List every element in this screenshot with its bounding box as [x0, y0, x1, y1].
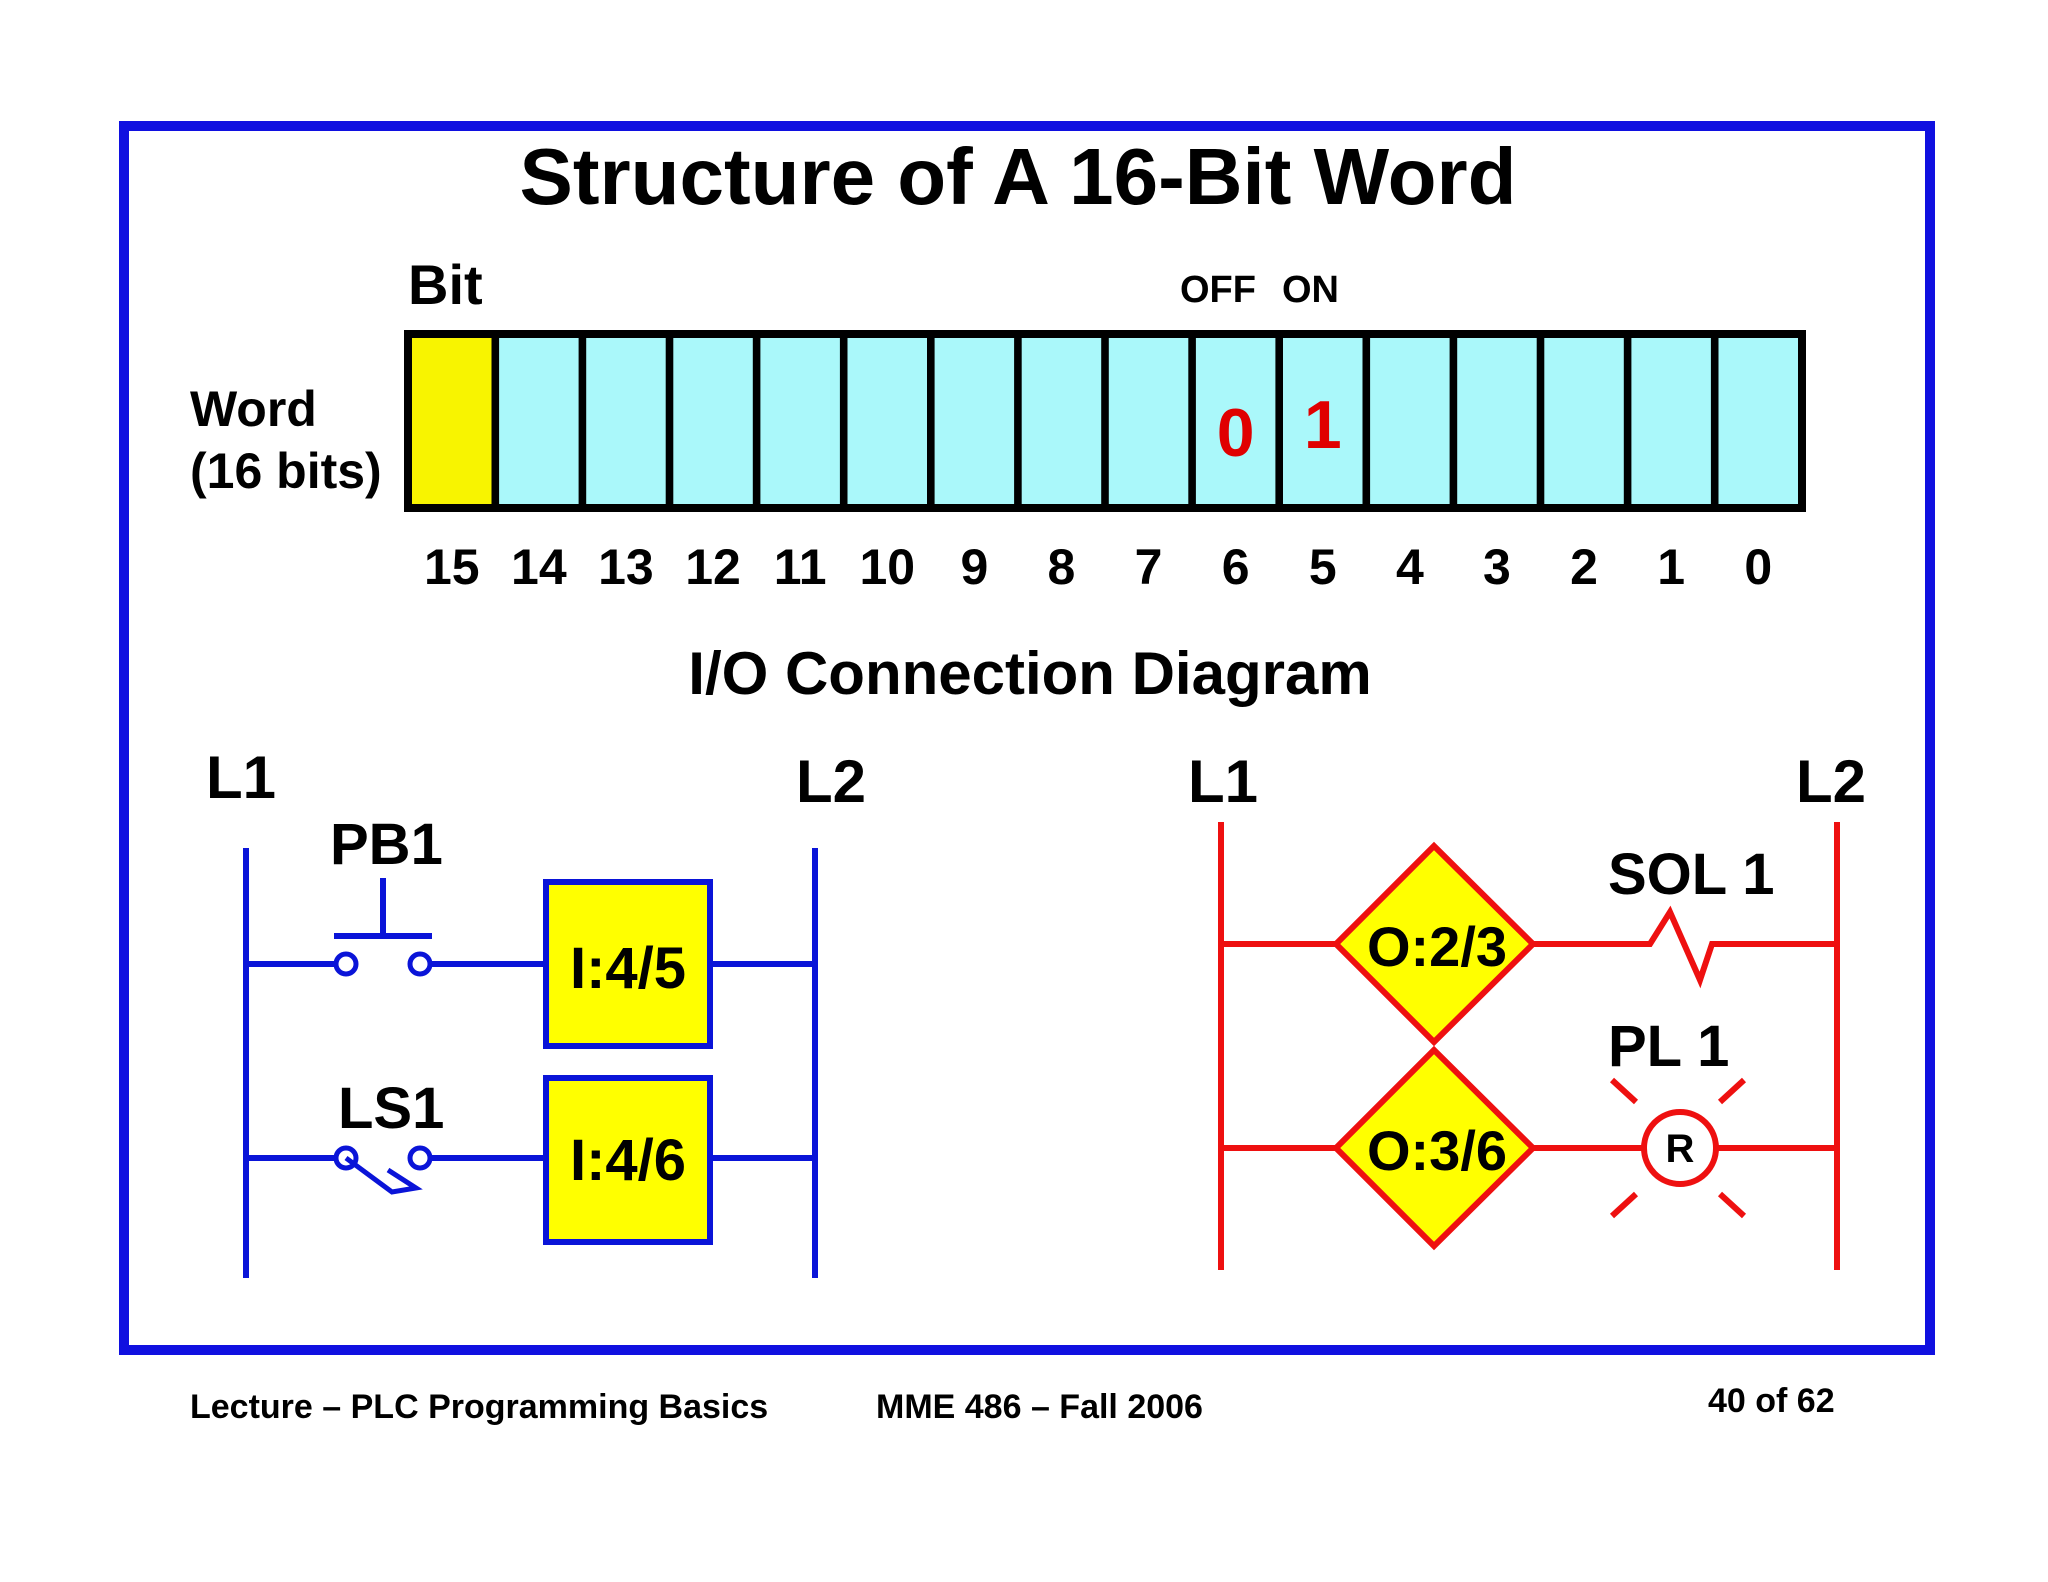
bit-number-8: 8 — [1048, 539, 1076, 595]
on-label: ON — [1282, 269, 1339, 311]
bit-cell-4 — [1370, 338, 1450, 504]
bit-number-9: 9 — [960, 539, 988, 595]
bit-cell-11 — [760, 338, 840, 504]
ls1-label: LS1 — [338, 1076, 444, 1141]
bit-number-10: 10 — [859, 539, 915, 595]
pb1-label: PB1 — [330, 812, 443, 877]
pushbutton-contact-right — [407, 951, 433, 977]
bit-cell-9 — [934, 338, 1015, 504]
pilot-light-rays-icon — [1609, 1077, 1747, 1219]
bit-cell-0 — [1718, 338, 1798, 504]
output-address-1: O:2/3 — [1367, 915, 1507, 978]
input-rail-left-label: L1 — [206, 744, 276, 811]
output-address-2: O:3/6 — [1367, 1119, 1507, 1182]
bit-cell-8 — [1021, 338, 1102, 504]
bit-number-3: 3 — [1483, 539, 1511, 595]
bit-value-5: 1 — [1304, 387, 1342, 463]
slide-title: Structure of A 16-Bit Word — [519, 132, 1516, 221]
bit-cell-5 — [1283, 338, 1363, 504]
limit-switch-arm — [344, 1155, 423, 1195]
output-address-diamond-1 — [1331, 841, 1538, 1047]
bit-number-12: 12 — [685, 539, 741, 595]
bit-number-4: 4 — [1396, 539, 1424, 595]
bit-cell-13 — [586, 338, 666, 504]
off-label: OFF — [1180, 269, 1256, 311]
pilot-light-letter: R — [1666, 1127, 1695, 1171]
bit-cell-12 — [673, 338, 753, 504]
output-rail-left-label: L1 — [1188, 748, 1258, 815]
limit-switch-contact-right — [407, 1145, 433, 1171]
bit-cell-2 — [1544, 338, 1624, 504]
bit-number-14: 14 — [511, 539, 567, 595]
bit-number-11: 11 — [774, 539, 827, 595]
bit-cell-15 — [412, 338, 492, 504]
bit-number-15: 15 — [424, 539, 480, 595]
bit-cell-6 — [1195, 338, 1276, 504]
bit-cell-3 — [1457, 338, 1537, 504]
sol1-label: SOL 1 — [1608, 842, 1775, 907]
pl1-label: PL 1 — [1608, 1014, 1729, 1079]
input-address-2: I:4/6 — [570, 1128, 686, 1193]
pushbutton-contact-left — [333, 951, 359, 977]
footer-course: MME 486 – Fall 2006 — [876, 1388, 1203, 1426]
word-label: Word — [190, 381, 317, 437]
footer-lecture: Lecture – PLC Programming Basics — [190, 1388, 768, 1426]
solenoid-coil-icon — [1533, 905, 1837, 989]
bit-number-2: 2 — [1570, 539, 1598, 595]
bit-number-0: 0 — [1744, 539, 1772, 595]
bit-cell-1 — [1631, 338, 1711, 504]
input-address-1: I:4/5 — [570, 936, 686, 1001]
input-circuit: L1 L2 PB1 I:4/5 LS1 I:4/6 — [206, 744, 866, 1278]
output-address-diamond-2 — [1331, 1045, 1538, 1251]
output-rail-right-label: L2 — [1796, 748, 1866, 815]
input-rail-right-label: L2 — [796, 748, 866, 815]
bit-number-1: 1 — [1657, 539, 1685, 595]
bit-label: Bit — [408, 253, 483, 316]
bit-cell-10 — [847, 338, 927, 504]
bit-number-6: 6 — [1222, 539, 1250, 595]
bit-number-13: 13 — [598, 539, 654, 595]
output-circuit: L1 L2 O:2/3 SOL 1 O:3/6 PL 1 R — [1188, 748, 1866, 1270]
footer-page: 40 of 62 — [1708, 1382, 1835, 1420]
bit-number-5: 5 — [1309, 539, 1337, 595]
bit-number-7: 7 — [1135, 539, 1163, 595]
bit-cell-14 — [499, 338, 579, 504]
word-size-label: (16 bits) — [190, 443, 382, 499]
io-diagram-title: I/O Connection Diagram — [688, 640, 1371, 707]
bit-cell-7 — [1108, 338, 1189, 504]
bit-value-6: 0 — [1217, 395, 1255, 471]
